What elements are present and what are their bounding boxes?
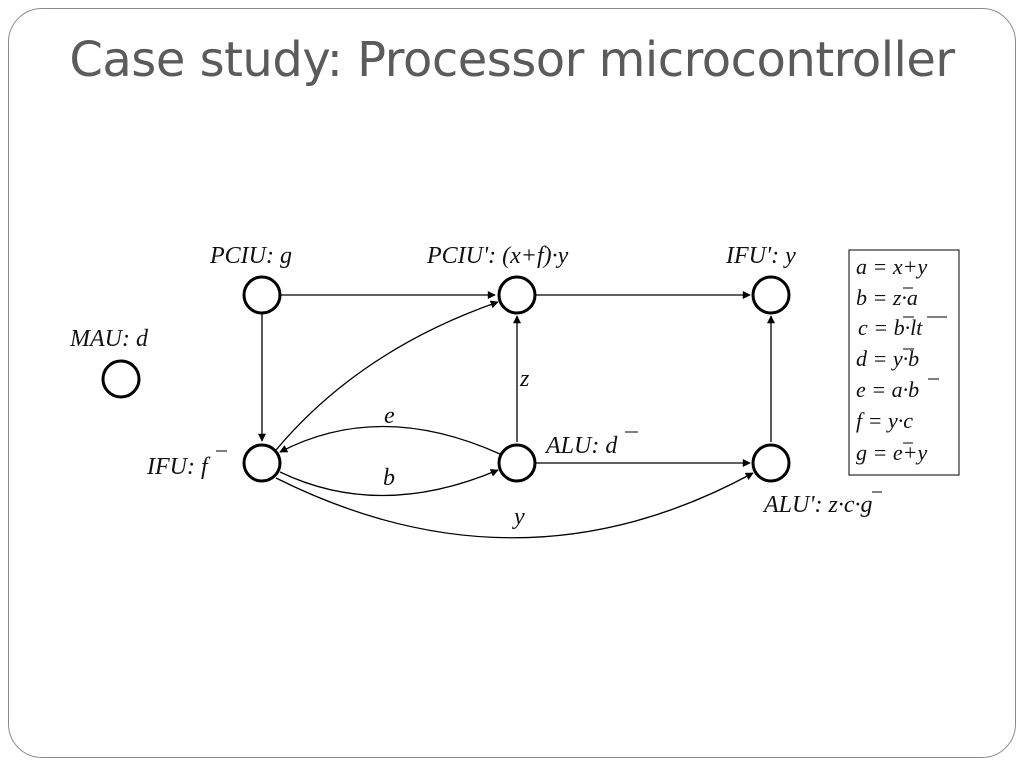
equation-a: a = x+y <box>856 254 927 279</box>
node-mau <box>101 359 141 399</box>
equation-e: e = a·b <box>856 377 919 402</box>
node-ifu2 <box>751 275 791 315</box>
edge-alu-to-ifu-e <box>279 425 501 455</box>
node-label-pciu: PCIU: g <box>209 243 292 269</box>
edge-label-z: z <box>519 366 530 392</box>
node-label-alu: ALU: d <box>544 433 618 459</box>
edge-label-b: b <box>383 465 395 491</box>
edge-ifu-to-alu-b <box>279 469 499 497</box>
edge-label-y: y <box>512 504 525 530</box>
node-ifu <box>242 443 282 483</box>
edge-ifu-to-pciu2 <box>275 300 499 451</box>
node-label-mau: MAU: d <box>69 326 149 352</box>
node-alu2 <box>751 443 791 483</box>
node-pciu2 <box>497 275 537 315</box>
edge-label-e: e <box>384 403 395 429</box>
edge-ifu-to-alu2-y <box>275 472 754 539</box>
equation-c: c = b·lt <box>858 315 923 340</box>
node-label-ifu2: IFU': y <box>725 243 796 269</box>
node-pciu <box>242 275 282 315</box>
node-label-pciu2: PCIU': (x+f)·y <box>426 243 569 269</box>
equation-b: b = z·a <box>856 285 918 310</box>
node-alu <box>497 443 537 483</box>
equation-f: f = y·c <box>856 408 913 433</box>
node-label-ifu: IFU: f <box>146 454 211 480</box>
equation-d: d = y·b <box>856 346 919 371</box>
node-label-alu2: ALU': z·c·g <box>762 492 872 518</box>
slide-title: Case study: Processor microcontroller <box>69 32 955 88</box>
slide-frame <box>8 8 1016 758</box>
equation-g: g = e+y <box>856 440 927 465</box>
